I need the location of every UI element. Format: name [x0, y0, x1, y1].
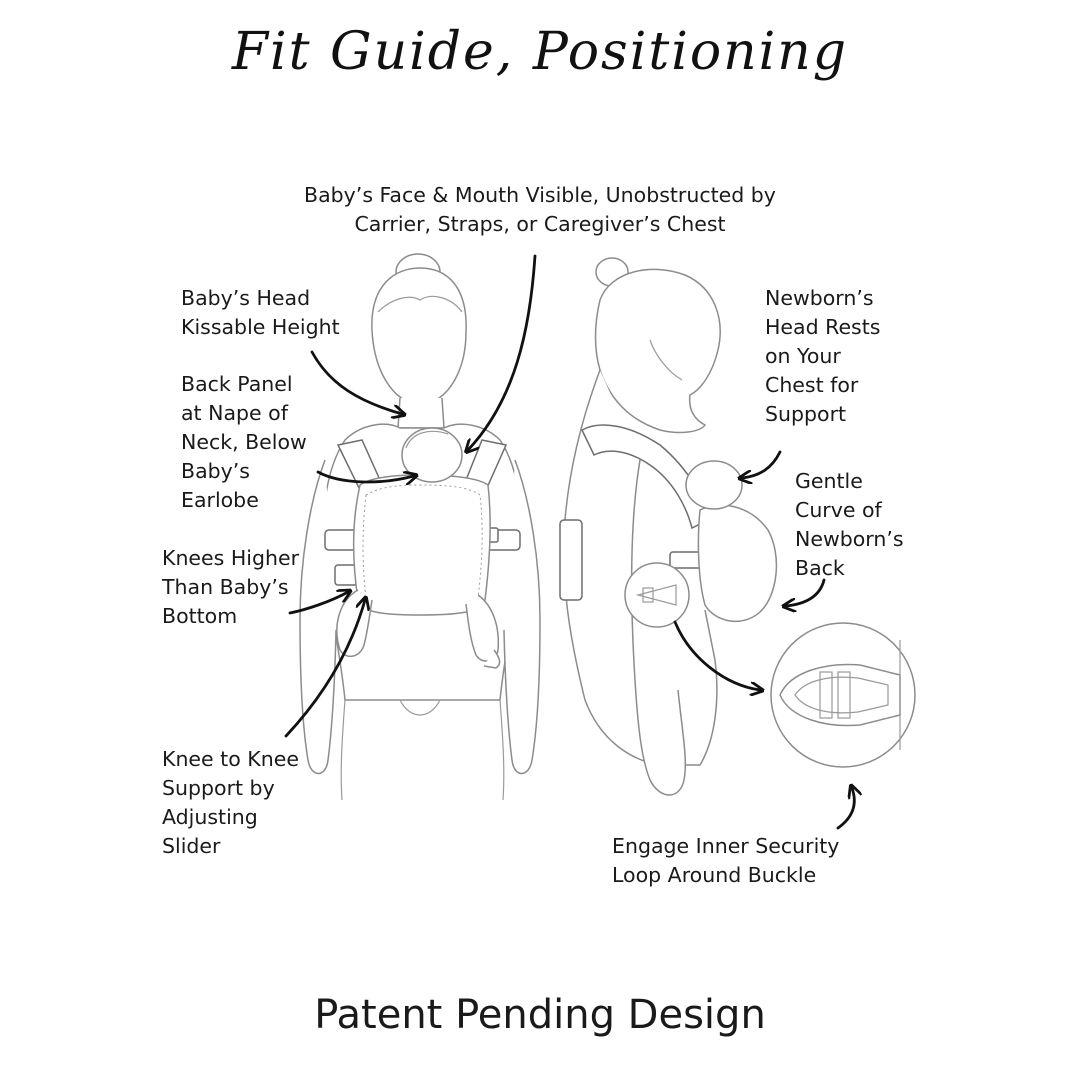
buckle-detail — [770, 622, 916, 768]
page-title: Fit Guide, Positioning — [231, 22, 849, 82]
front-view-figure — [299, 253, 541, 801]
label-back-panel: Back Panel at Nape of Neck, Below Baby’s… — [181, 372, 307, 512]
label-newborn-head: Newborn’s Head Rests on Your Chest for S… — [765, 286, 881, 426]
arrow-security-loop — [836, 788, 854, 830]
arrow-newborn-head — [742, 450, 782, 478]
side-view-figure — [559, 257, 778, 796]
label-security-loop: Engage Inner Security Loop Around Buckle — [612, 834, 840, 887]
arrow-buckle-detail — [673, 620, 760, 690]
arrow-curve-back — [786, 578, 826, 606]
arrow-head-height — [310, 350, 402, 414]
label-knee-to-knee: Knee to Knee Support by Adjusting Slider — [162, 747, 299, 858]
label-head-height: Baby’s Head Kissable Height — [181, 286, 340, 339]
arrow-back-panel — [316, 472, 414, 482]
label-curve-back: Gentle Curve of Newborn’s Back — [795, 469, 904, 580]
label-face-visible: Baby’s Face & Mouth Visible, Unobstructe… — [304, 183, 776, 236]
arrow-knee-to-knee — [284, 600, 365, 738]
label-knees-higher: Knees Higher Than Baby’s Bottom — [162, 546, 300, 628]
annotation-arrows — [284, 254, 854, 830]
arrow-knees-higher — [288, 592, 348, 615]
arrow-face-visible — [468, 254, 537, 450]
footer-patent: Patent Pending Design — [314, 992, 766, 1038]
